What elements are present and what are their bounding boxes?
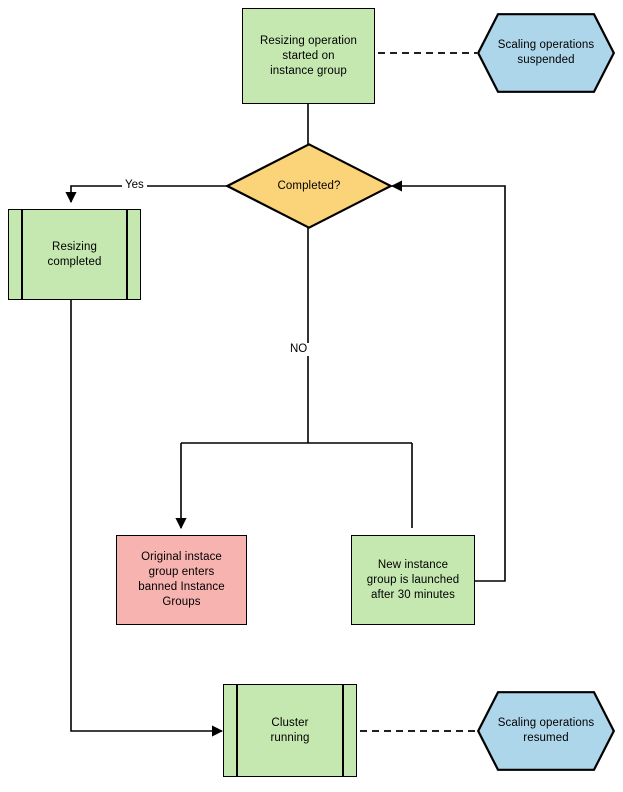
predefined-process-right-bar [342, 685, 344, 776]
node-resizing-completed-label: Resizing completed [47, 240, 102, 268]
node-cluster-running-label: Cluster running [270, 716, 310, 744]
node-original-group-banned[interactable]: Original instace group enters banned Ins… [116, 535, 247, 625]
node-original-group-banned-label: Original instace group enters banned Ins… [138, 551, 225, 608]
hexagon-shape [477, 691, 615, 771]
node-resizing-started-label: Resizing operation started on instance g… [259, 34, 358, 77]
node-cluster-running[interactable]: Cluster running [223, 684, 357, 777]
predefined-process-right-bar [126, 210, 128, 299]
node-scaling-resumed-label: Scaling operations resumed [497, 717, 595, 744]
node-completed-decision-label: Completed? [277, 179, 341, 192]
edge-label-yes: Yes [122, 179, 147, 192]
hexagon-shape [477, 13, 615, 93]
edge-decision-yes-to-resizing-completed [65, 185, 228, 204]
node-resizing-started[interactable]: Resizing operation started on instance g… [242, 8, 375, 104]
node-resizing-completed[interactable]: Resizing completed [8, 209, 141, 300]
node-scaling-suspended-label: Scaling operations suspended [497, 39, 595, 66]
diamond-shape [226, 143, 392, 229]
node-new-group-launched[interactable]: New instance group is launched after 30 … [351, 535, 475, 625]
node-new-group-launched-label: New instance group is launched after 30 … [366, 558, 460, 601]
predefined-process-left-bar [236, 685, 238, 776]
node-scaling-suspended[interactable]: Scaling operations suspended [477, 13, 615, 93]
edge-new-group-feedback-to-decision [390, 180, 506, 582]
node-scaling-resumed[interactable]: Scaling operations resumed [477, 691, 615, 771]
edge-resizing-completed-to-cluster-running [70, 300, 224, 737]
edge-label-no: NO [287, 343, 311, 356]
node-completed-decision[interactable]: Completed? [226, 143, 392, 229]
predefined-process-left-bar [21, 210, 23, 299]
